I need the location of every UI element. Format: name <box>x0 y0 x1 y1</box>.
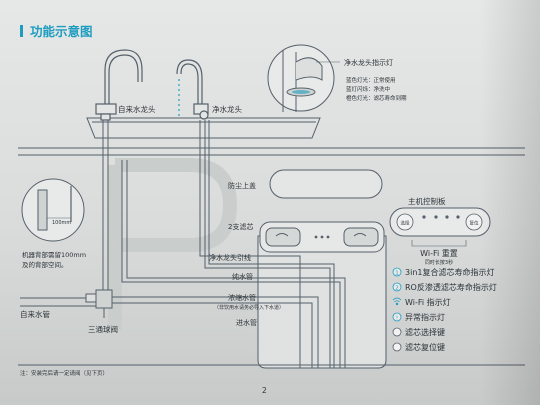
title-bar-icon <box>20 25 23 37</box>
purifier-body <box>257 221 387 369</box>
page-shadow <box>480 0 540 405</box>
label-filter: 2支滤芯 <box>228 222 253 231</box>
1-icon-glyph: 1 <box>395 271 399 277</box>
dust-cover <box>269 169 383 199</box>
space-note-line2: 及的背部空间。 <box>22 260 68 269</box>
label-pure-pipe: 纯水管 <box>232 272 253 281</box>
wifi-reset-label: Wi-Fi 重置 <box>420 248 458 258</box>
waste-pipe-note: （非饮用水请务必导入下水道） <box>214 304 284 311</box>
label-purified-faucet: 净水龙头 <box>212 104 242 114</box>
indicator-orange-text: 橙色灯光：滤芯寿命到期 <box>346 94 407 102</box>
panel-title: 主机控制板 <box>408 196 446 206</box>
watermark-logo <box>108 158 238 330</box>
page-number: 2 <box>262 386 267 395</box>
select-button-label: 选择 <box>401 220 410 227</box>
reset-button[interactable]: 复位 <box>465 213 483 231</box>
legend-text: 滤芯选择键 <box>405 327 445 337</box>
countertop <box>18 147 525 156</box>
footer-note: 注：安装完后请一定请阅（见下页） <box>20 369 108 377</box>
indicator-blue-text: 蓝色灯光：正常使用 <box>346 76 396 84</box>
legend-item: 滤芯选择键 <box>392 327 445 337</box>
page-title: 功能示意图 <box>30 24 93 39</box>
control-panel <box>389 207 491 237</box>
space-dimension: 100mm <box>52 220 71 226</box>
legend-item: 滤芯复位键 <box>392 342 445 352</box>
wifi-icon <box>392 297 402 306</box>
three-way-valve-icon <box>85 289 113 318</box>
legend-text: 3in1复合滤芯寿命指示灯 <box>405 267 494 277</box>
2-icon <box>392 282 402 292</box>
wifi-reset-bracket <box>411 240 467 247</box>
legend-text: 异常指示灯 <box>405 312 445 322</box>
label-tap-pipe: 自来水管 <box>20 309 50 319</box>
legend-text: 滤芯复位键 <box>405 342 445 352</box>
label-waste-pipe: 浓缩水管 <box>228 293 256 302</box>
reset-button-label: 复位 <box>470 220 479 227</box>
label-faucet-indicator: 净水龙头指示灯 <box>344 58 393 67</box>
label-tap-water-faucet: 自来水龙头 <box>118 104 156 114</box>
label-faucet-cable: 净水龙头引线 <box>209 253 251 262</box>
1-icon <box>392 267 402 277</box>
back-space-detail <box>21 178 85 242</box>
legend-text: RO反渗透滤芯寿命指示灯 <box>405 282 497 292</box>
legend-text: Wi-Fi 指示灯 <box>405 297 451 307</box>
water-flow <box>178 79 180 116</box>
space-note-line1: 机器背部需留100mm <box>22 250 86 259</box>
faucet-indicator-detail <box>267 44 335 112</box>
warning-icon <box>392 312 402 322</box>
legend-item: 1 3in1复合滤芯寿命指示灯 <box>392 267 494 277</box>
legend-item: Wi-Fi 指示灯 <box>392 297 451 307</box>
2-icon-glyph: 2 <box>395 286 399 292</box>
warning-icon-glyph: ! <box>396 316 398 322</box>
pipes <box>20 120 346 368</box>
select-button[interactable]: 选择 <box>396 213 414 231</box>
select-icon <box>392 327 402 337</box>
wifi-reset-sub: 同时长按3秒 <box>425 259 453 266</box>
indicator-blue-flash-text: 蓝灯闪烁：净洗中 <box>346 85 390 93</box>
reset-icon <box>392 342 402 352</box>
legend-item: 2 RO反渗透滤芯寿命指示灯 <box>392 282 497 292</box>
sink <box>86 117 321 139</box>
label-three-way-valve: 三通球阀 <box>88 324 118 334</box>
tap-water-faucet-icon <box>95 49 143 121</box>
legend-item: ! 异常指示灯 <box>392 312 445 322</box>
label-dust-cover: 防尘上盖 <box>228 181 256 190</box>
label-inlet-pipe: 进水管 <box>236 318 257 327</box>
purified-faucet-icon <box>176 59 209 120</box>
